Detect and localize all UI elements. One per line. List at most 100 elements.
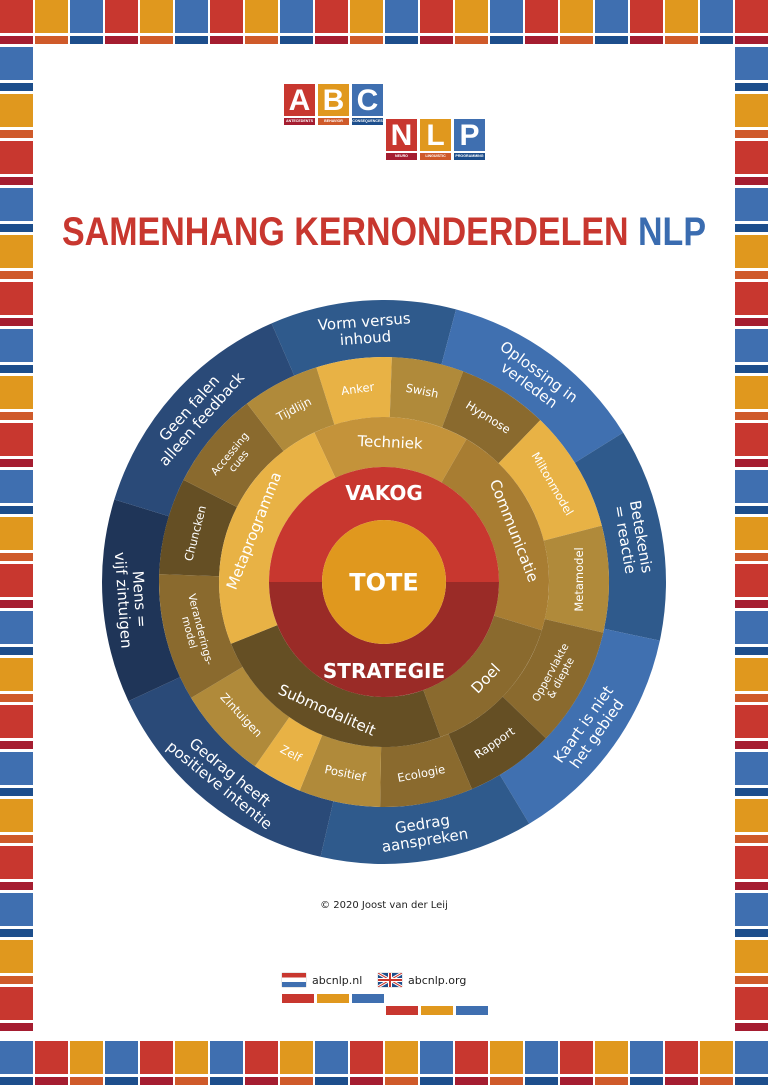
border-tile (735, 47, 768, 80)
border-tile (735, 752, 768, 785)
border-stripe (0, 694, 33, 702)
border-stripe (735, 788, 768, 796)
border-tile (735, 611, 768, 644)
border-tile (0, 470, 33, 503)
border-tile (245, 1041, 278, 1074)
border-tile (0, 1041, 33, 1074)
border-tile (0, 0, 33, 33)
technique-segment (159, 479, 237, 577)
border-stripe (560, 1077, 593, 1085)
border-stripe (0, 1023, 33, 1031)
border-tile (595, 0, 628, 33)
border-stripe (735, 177, 768, 185)
border-tile (0, 517, 33, 550)
border-tile (280, 0, 313, 33)
border-tile (0, 799, 33, 832)
border-stripe (0, 741, 33, 749)
logo-letter: N (386, 119, 417, 152)
logo-subtitle: LINGUISTIC (420, 153, 451, 160)
border-tile (665, 0, 698, 33)
wheel-label: Metamodel (572, 547, 586, 611)
border-stripe (0, 1077, 33, 1085)
border-stripe (0, 224, 33, 232)
border-stripe (455, 1077, 488, 1085)
border-tile (735, 423, 768, 456)
border-tile (490, 1041, 523, 1074)
presupposition-segment (114, 323, 295, 517)
border-tile (315, 1041, 348, 1074)
border-stripe (35, 36, 68, 44)
border-stripe (595, 36, 628, 44)
border-stripe (700, 36, 733, 44)
technique-segment (502, 619, 604, 739)
border-stripe (0, 36, 33, 44)
border-tile (455, 0, 488, 33)
border-tile (350, 0, 383, 33)
border-tile (735, 893, 768, 926)
border-stripe (700, 1077, 733, 1085)
border-stripe (0, 882, 33, 890)
border-stripe (665, 1077, 698, 1085)
border-stripe (0, 412, 33, 420)
border-tile (0, 752, 33, 785)
border-stripe (490, 36, 523, 44)
border-tile (0, 658, 33, 691)
border-stripe (0, 835, 33, 843)
vakog-segment (269, 467, 499, 582)
tote-center (322, 520, 446, 644)
border-tile (735, 329, 768, 362)
border-stripe (0, 976, 33, 984)
technique-segment (380, 733, 472, 807)
border-stripe (735, 694, 768, 702)
technique-segment (247, 367, 335, 452)
border-stripe (35, 1077, 68, 1085)
border-stripe (0, 130, 33, 138)
border-stripe (0, 318, 33, 326)
border-tile (0, 235, 33, 268)
border-stripe (210, 1077, 243, 1085)
border-tile (735, 470, 768, 503)
presupposition-segment (320, 774, 530, 864)
border-tile (735, 282, 768, 315)
border-stripe (560, 36, 593, 44)
presupposition-segment (441, 309, 624, 463)
border-stripe (595, 1077, 628, 1085)
site-link-nl[interactable]: abcnlp.nl (282, 973, 362, 987)
strategie-segment (269, 582, 499, 697)
border-stripe (315, 36, 348, 44)
wheel-label: Vorm versusinhoud (317, 309, 412, 350)
border-tile (385, 1041, 418, 1074)
border-stripe (735, 553, 768, 561)
border-stripe (420, 1077, 453, 1085)
border-tile (455, 1041, 488, 1074)
border-tile (735, 0, 768, 33)
border-tile (735, 141, 768, 174)
technique-segment (159, 574, 243, 698)
border-tile (140, 0, 173, 33)
border-tile (350, 1041, 383, 1074)
border-stripe (315, 1077, 348, 1085)
technique-segment (299, 734, 382, 807)
border-stripe (140, 36, 173, 44)
border-stripe (630, 1077, 663, 1085)
border-tile (735, 94, 768, 127)
site-link-org[interactable]: abcnlp.org (378, 973, 466, 987)
category-segment (231, 625, 441, 747)
border-stripe (735, 318, 768, 326)
border-stripe (735, 976, 768, 984)
border-stripe (630, 36, 663, 44)
border-stripe (0, 647, 33, 655)
border-tile (70, 0, 103, 33)
border-tile (420, 0, 453, 33)
border-stripe (0, 553, 33, 561)
border-tile (735, 1041, 768, 1074)
title-accent: NLP (638, 210, 706, 254)
border-stripe (735, 1077, 768, 1085)
border-stripe (735, 835, 768, 843)
border-tile (630, 0, 663, 33)
logo-letter: P (454, 119, 485, 152)
presupposition-segment (271, 300, 457, 376)
border-stripe (0, 271, 33, 279)
